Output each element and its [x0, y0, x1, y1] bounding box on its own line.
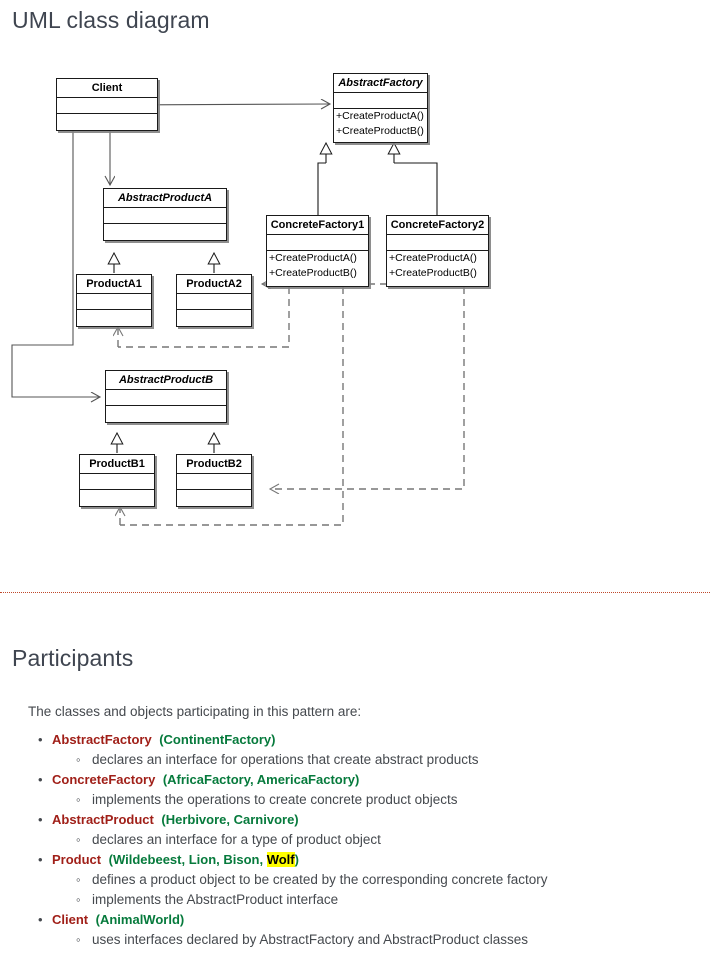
- uml-class-abstractproducta-title: AbstractProductA: [104, 189, 226, 208]
- participant-name: Product: [52, 852, 102, 867]
- participant-example-part: (Herbivore, Carnivore): [161, 812, 299, 827]
- participant-item: Product (Wildebeest, Lion, Bison, Wolf)d…: [26, 850, 686, 910]
- dep-concretefactory2-productb2: [270, 287, 465, 489]
- participant-detail: uses interfaces declared by AbstractFact…: [26, 930, 686, 950]
- uml-class-abstractproducta[interactable]: AbstractProductA: [103, 188, 227, 241]
- participant-item: Client (AnimalWorld)uses interfaces decl…: [26, 910, 686, 950]
- uml-class-abstractfactory[interactable]: AbstractFactory +CreateProductA() +Creat…: [333, 73, 428, 143]
- participant-item: ConcreteFactory (AfricaFactory, AmericaF…: [26, 770, 686, 810]
- uml-class-concretefactory1-title: ConcreteFactory1: [267, 216, 368, 235]
- uml-class-producta1-operations: [77, 310, 151, 326]
- participant-row: AbstractFactory (ContinentFactory): [26, 730, 686, 750]
- uml-class-producta2-title: ProductA2: [177, 275, 251, 294]
- participant-row: Product (Wildebeest, Lion, Bison, Wolf): [26, 850, 686, 870]
- uml-class-client-operations: [57, 114, 157, 130]
- uml-class-productb2-title: ProductB2: [177, 455, 251, 474]
- uml-class-producta1-title: ProductA1: [77, 275, 151, 294]
- assoc-client-abstractproductb: [11, 131, 100, 397]
- uml-class-abstractproductb-attributes: [106, 390, 226, 406]
- uml-class-concretefactory2-attributes: [387, 235, 488, 251]
- participant-detail: declares an interface for a type of prod…: [26, 830, 686, 850]
- uml-class-abstractproductb-title: AbstractProductB: [106, 371, 226, 390]
- uml-class-productb1-title: ProductB1: [80, 455, 154, 474]
- uml-class-producta1-attributes: [77, 294, 151, 310]
- uml-class-productb2-attributes: [177, 474, 251, 490]
- uml-class-client-title: Client: [57, 79, 157, 98]
- participant-example-highlight: Wolf: [266, 852, 295, 867]
- participant-item: AbstractFactory (ContinentFactory)declar…: [26, 730, 686, 770]
- participant-row: Client (AnimalWorld): [26, 910, 686, 930]
- participant-details-list: declares an interface for a type of prod…: [26, 830, 686, 850]
- uml-class-concretefactory1-attributes: [267, 235, 368, 251]
- participant-name: Client: [52, 912, 89, 927]
- participant-details-list: uses interfaces declared by AbstractFact…: [26, 930, 686, 950]
- uml-class-productb1[interactable]: ProductB1: [79, 454, 155, 507]
- uml-class-client-attributes: [57, 98, 157, 114]
- section-title-participants: Participants: [12, 645, 134, 671]
- uml-class-concretefactory2-op-2: +CreateProductB(): [389, 266, 477, 279]
- participant-examples: (AfricaFactory, AmericaFactory): [163, 772, 360, 787]
- participant-examples: (Wildebeest, Lion, Bison, Wolf): [109, 852, 299, 867]
- uml-class-producta2-operations: [177, 310, 251, 326]
- participant-detail: defines a product object to be created b…: [26, 870, 686, 890]
- participant-example-part: ): [294, 852, 299, 867]
- uml-class-producta1[interactable]: ProductA1: [76, 274, 152, 327]
- uml-class-producta2[interactable]: ProductA2: [176, 274, 252, 327]
- page-title: UML class diagram: [12, 7, 210, 33]
- gen-concretefactory1-abstractfactory: [317, 162, 326, 221]
- uml-class-concretefactory2-title: ConcreteFactory2: [387, 216, 488, 235]
- participant-examples: (ContinentFactory): [159, 732, 275, 747]
- participant-detail: implements the AbstractProduct interface: [26, 890, 686, 910]
- dep-concretefactory1-productb1-seg: [118, 287, 290, 348]
- participant-example-part: (ContinentFactory): [159, 732, 276, 747]
- uml-class-productb1-attributes: [80, 474, 154, 490]
- uml-class-productb2[interactable]: ProductB2: [176, 454, 252, 507]
- participant-name: ConcreteFactory: [52, 772, 156, 787]
- uml-class-concretefactory1[interactable]: ConcreteFactory1 +CreateProductA() +Crea…: [266, 215, 369, 287]
- participant-example-part: (AfricaFactory, AmericaFactory): [162, 772, 360, 787]
- participants-intro: The classes and objects participating in…: [28, 704, 362, 719]
- uml-class-abstractfactory-attributes: [334, 93, 427, 109]
- participant-details-list: defines a product object to be created b…: [26, 870, 686, 910]
- uml-class-diagram: Client AbstractFactory +CreateProductA()…: [0, 55, 710, 555]
- participant-examples: (Herbivore, Carnivore): [161, 812, 298, 827]
- uml-class-abstractproductb[interactable]: AbstractProductB: [105, 370, 227, 423]
- uml-class-abstractfactory-op-1: +CreateProductA(): [336, 110, 424, 122]
- participant-detail: implements the operations to create conc…: [26, 790, 686, 810]
- gen-concretefactory2-abstractfactory: [394, 162, 438, 221]
- uml-class-abstractfactory-op-2: +CreateProductB(): [336, 124, 424, 137]
- uml-class-concretefactory2[interactable]: ConcreteFactory2 +CreateProductA() +Crea…: [386, 215, 489, 287]
- section-divider: [0, 592, 710, 593]
- participants-list: AbstractFactory (ContinentFactory)declar…: [26, 730, 686, 950]
- uml-class-concretefactory2-op-1: +CreateProductA(): [389, 252, 477, 264]
- participant-examples: (AnimalWorld): [96, 912, 185, 927]
- participant-example-part: (AnimalWorld): [95, 912, 185, 927]
- participant-row: ConcreteFactory (AfricaFactory, AmericaF…: [26, 770, 686, 790]
- dep-concretefactory1-productb1: [120, 287, 344, 526]
- participant-name: AbstractFactory: [52, 732, 152, 747]
- participant-row: AbstractProduct (Herbivore, Carnivore): [26, 810, 686, 830]
- uml-class-producta2-attributes: [177, 294, 251, 310]
- participant-details-list: implements the operations to create conc…: [26, 790, 686, 810]
- uml-class-concretefactory1-op-2: +CreateProductB(): [269, 266, 357, 279]
- uml-class-abstractproductb-operations: [106, 406, 226, 422]
- uml-class-abstractproducta-attributes: [104, 208, 226, 224]
- uml-class-productb1-operations: [80, 490, 154, 506]
- participant-detail: declares an interface for operations tha…: [26, 750, 686, 770]
- uml-class-productb2-operations: [177, 490, 251, 506]
- participant-item: AbstractProduct (Herbivore, Carnivore)de…: [26, 810, 686, 850]
- uml-class-client[interactable]: Client: [56, 78, 158, 131]
- uml-class-concretefactory1-op-1: +CreateProductA(): [269, 252, 357, 264]
- participant-details-list: declares an interface for operations tha…: [26, 750, 686, 770]
- uml-class-abstractproducta-operations: [104, 224, 226, 240]
- participant-example-part: (Wildebeest, Lion, Bison,: [108, 852, 267, 867]
- participant-name: AbstractProduct: [52, 812, 154, 827]
- uml-class-abstractfactory-title: AbstractFactory: [334, 74, 427, 93]
